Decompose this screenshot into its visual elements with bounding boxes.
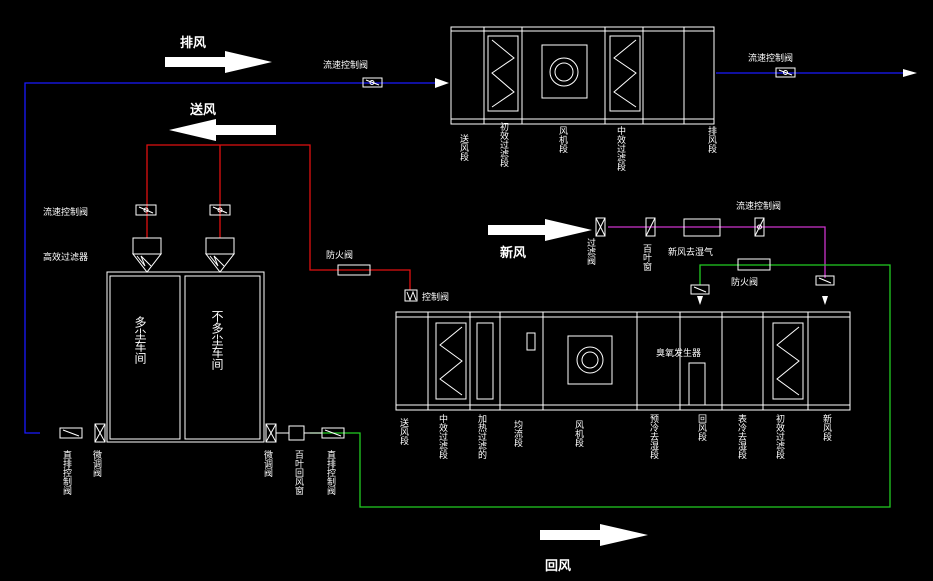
- right-damper-label: 微调阀: [262, 449, 273, 478]
- left-damper: [94, 423, 106, 443]
- fresh-flow-valve: [754, 217, 765, 237]
- fresh-air-duct: [608, 226, 826, 278]
- return-louver: [276, 425, 322, 441]
- hepa-filters: [131, 237, 236, 273]
- fresh-filter-valve-label: 过滤阀: [585, 237, 596, 266]
- hepa-filter-label: 高效过滤器: [43, 251, 88, 263]
- supply-flow-arrow: 送风: [169, 102, 276, 141]
- ahu-section-10: 新风段: [821, 413, 832, 442]
- supply-fire-damper-label: 防火阀: [326, 249, 353, 261]
- ahu-fan-icon: [567, 335, 613, 385]
- right-flow-valve: [321, 427, 345, 439]
- exhaust-fan-icon: [541, 44, 588, 99]
- exhaust-inlet-valve-label: 流速控制阀: [323, 59, 368, 71]
- exhaust-section-3: 风机段: [557, 126, 568, 154]
- left-damper-label: 微调阀: [91, 449, 102, 478]
- control-valve: [404, 289, 418, 302]
- exhaust-section-2: 初效过滤段: [498, 121, 509, 168]
- supply-fire-damper: [337, 264, 371, 276]
- exhaust-prefilter-icon: [487, 35, 519, 112]
- exhaust-outlet-valve: [775, 67, 796, 78]
- bottom-left-labels: 直排控制阀 微调阀 微调阀 百叶回风窗 直排控制阀: [61, 449, 336, 496]
- ahu-primary-filter-icon: [772, 322, 804, 400]
- right-flow-valve-label: 直排控制阀: [325, 449, 336, 496]
- ahu-section-8: 表冷去湿段: [736, 413, 747, 460]
- fresh-fire-damper: [737, 258, 771, 271]
- ahu-heater-icon: [476, 322, 494, 400]
- room-non-dusty: 不多尘车间: [210, 310, 224, 370]
- fresh-dehumidifier-label: 新风去湿气: [668, 246, 713, 258]
- control-valve-label: 控制阀: [422, 291, 449, 303]
- fresh-dehumidifier: [683, 218, 721, 237]
- return-flow-arrow: 回风: [540, 524, 648, 574]
- ahu-section-7: 回风段: [696, 414, 707, 442]
- exhaust-unit-labels: 送风段 初效过滤段 风机段 中效过滤段 排风段: [458, 121, 717, 172]
- ahu-medium-filter-icon: [435, 322, 467, 400]
- exhaust-outlet-valve-label: 流速控制阀: [748, 52, 793, 64]
- exhaust-section-4: 中效过滤段: [615, 125, 626, 172]
- ahu-section-4: 均流段: [512, 419, 523, 448]
- left-flow-valve: [59, 427, 83, 439]
- ahu-section-2: 中效过滤段: [437, 413, 448, 460]
- supply-arrow-label: 送风: [189, 102, 216, 118]
- fresh-flow-valve-label: 流速控制阀: [736, 200, 781, 212]
- supply-duct: [146, 144, 411, 290]
- return-inlet-arrowhead: [697, 296, 703, 305]
- louver-return-label: 百叶回风窗: [293, 450, 304, 496]
- exhaust-duct-arrowhead: [435, 78, 449, 88]
- exhaust-flow-arrow: 排风: [165, 35, 272, 73]
- main-ahu: [395, 311, 851, 411]
- ahu-section-6: 预冷去湿段: [648, 414, 659, 460]
- fresh-filter-valve: [595, 217, 606, 237]
- fresh-louver: [645, 217, 656, 237]
- fresh-louver-label: 百叶窗: [641, 244, 652, 272]
- fresh-arrow-label: 新风: [500, 245, 526, 261]
- right-damper: [265, 423, 277, 443]
- return-arrow-label: 回风: [545, 559, 571, 574]
- room-dusty: 多尘车间: [133, 316, 147, 364]
- ahu-section-labels: 送风段 中效过滤段 加热过滤的 均流段 风机段 预冷去湿段 回风段 表冷去湿段 …: [398, 413, 832, 460]
- exhaust-inlet-valve: [362, 77, 383, 88]
- fresh-flow-arrow: 新风: [488, 219, 592, 261]
- ahu-section-5: 风机段: [573, 420, 584, 448]
- exhaust-medium-filter-icon: [609, 35, 641, 112]
- supply-valves-label: 流速控制阀: [43, 206, 88, 218]
- return-duct: [310, 264, 891, 508]
- fresh-fire-damper-label: 防火阀: [731, 276, 758, 288]
- exhaust-unit: [450, 26, 715, 125]
- ahu-section-3: 加热过滤的: [476, 414, 487, 460]
- supply-valves: [135, 204, 231, 216]
- ahu-inlet-valves: [690, 275, 835, 295]
- ahu-equalizer-icon: [526, 332, 536, 351]
- exhaust-outlet-arrowhead: [903, 69, 917, 77]
- ahu-section-1: 送风段: [398, 417, 409, 446]
- ahu-section-9: 初效过滤段: [774, 413, 785, 460]
- exhaust-section-5: 排风段: [706, 125, 717, 154]
- left-flow-valve-label: 直排控制阀: [61, 449, 72, 496]
- fresh-inlet-arrowhead: [822, 296, 828, 305]
- exhaust-section-1: 送风段: [458, 133, 469, 162]
- exhaust-arrow-label: 排风: [180, 35, 206, 51]
- ozone-generator-label: 臭氧发生器: [656, 347, 701, 359]
- ozone-generator-icon: [688, 362, 706, 406]
- exhaust-duct: [24, 72, 905, 434]
- clean-rooms-block: [106, 271, 265, 443]
